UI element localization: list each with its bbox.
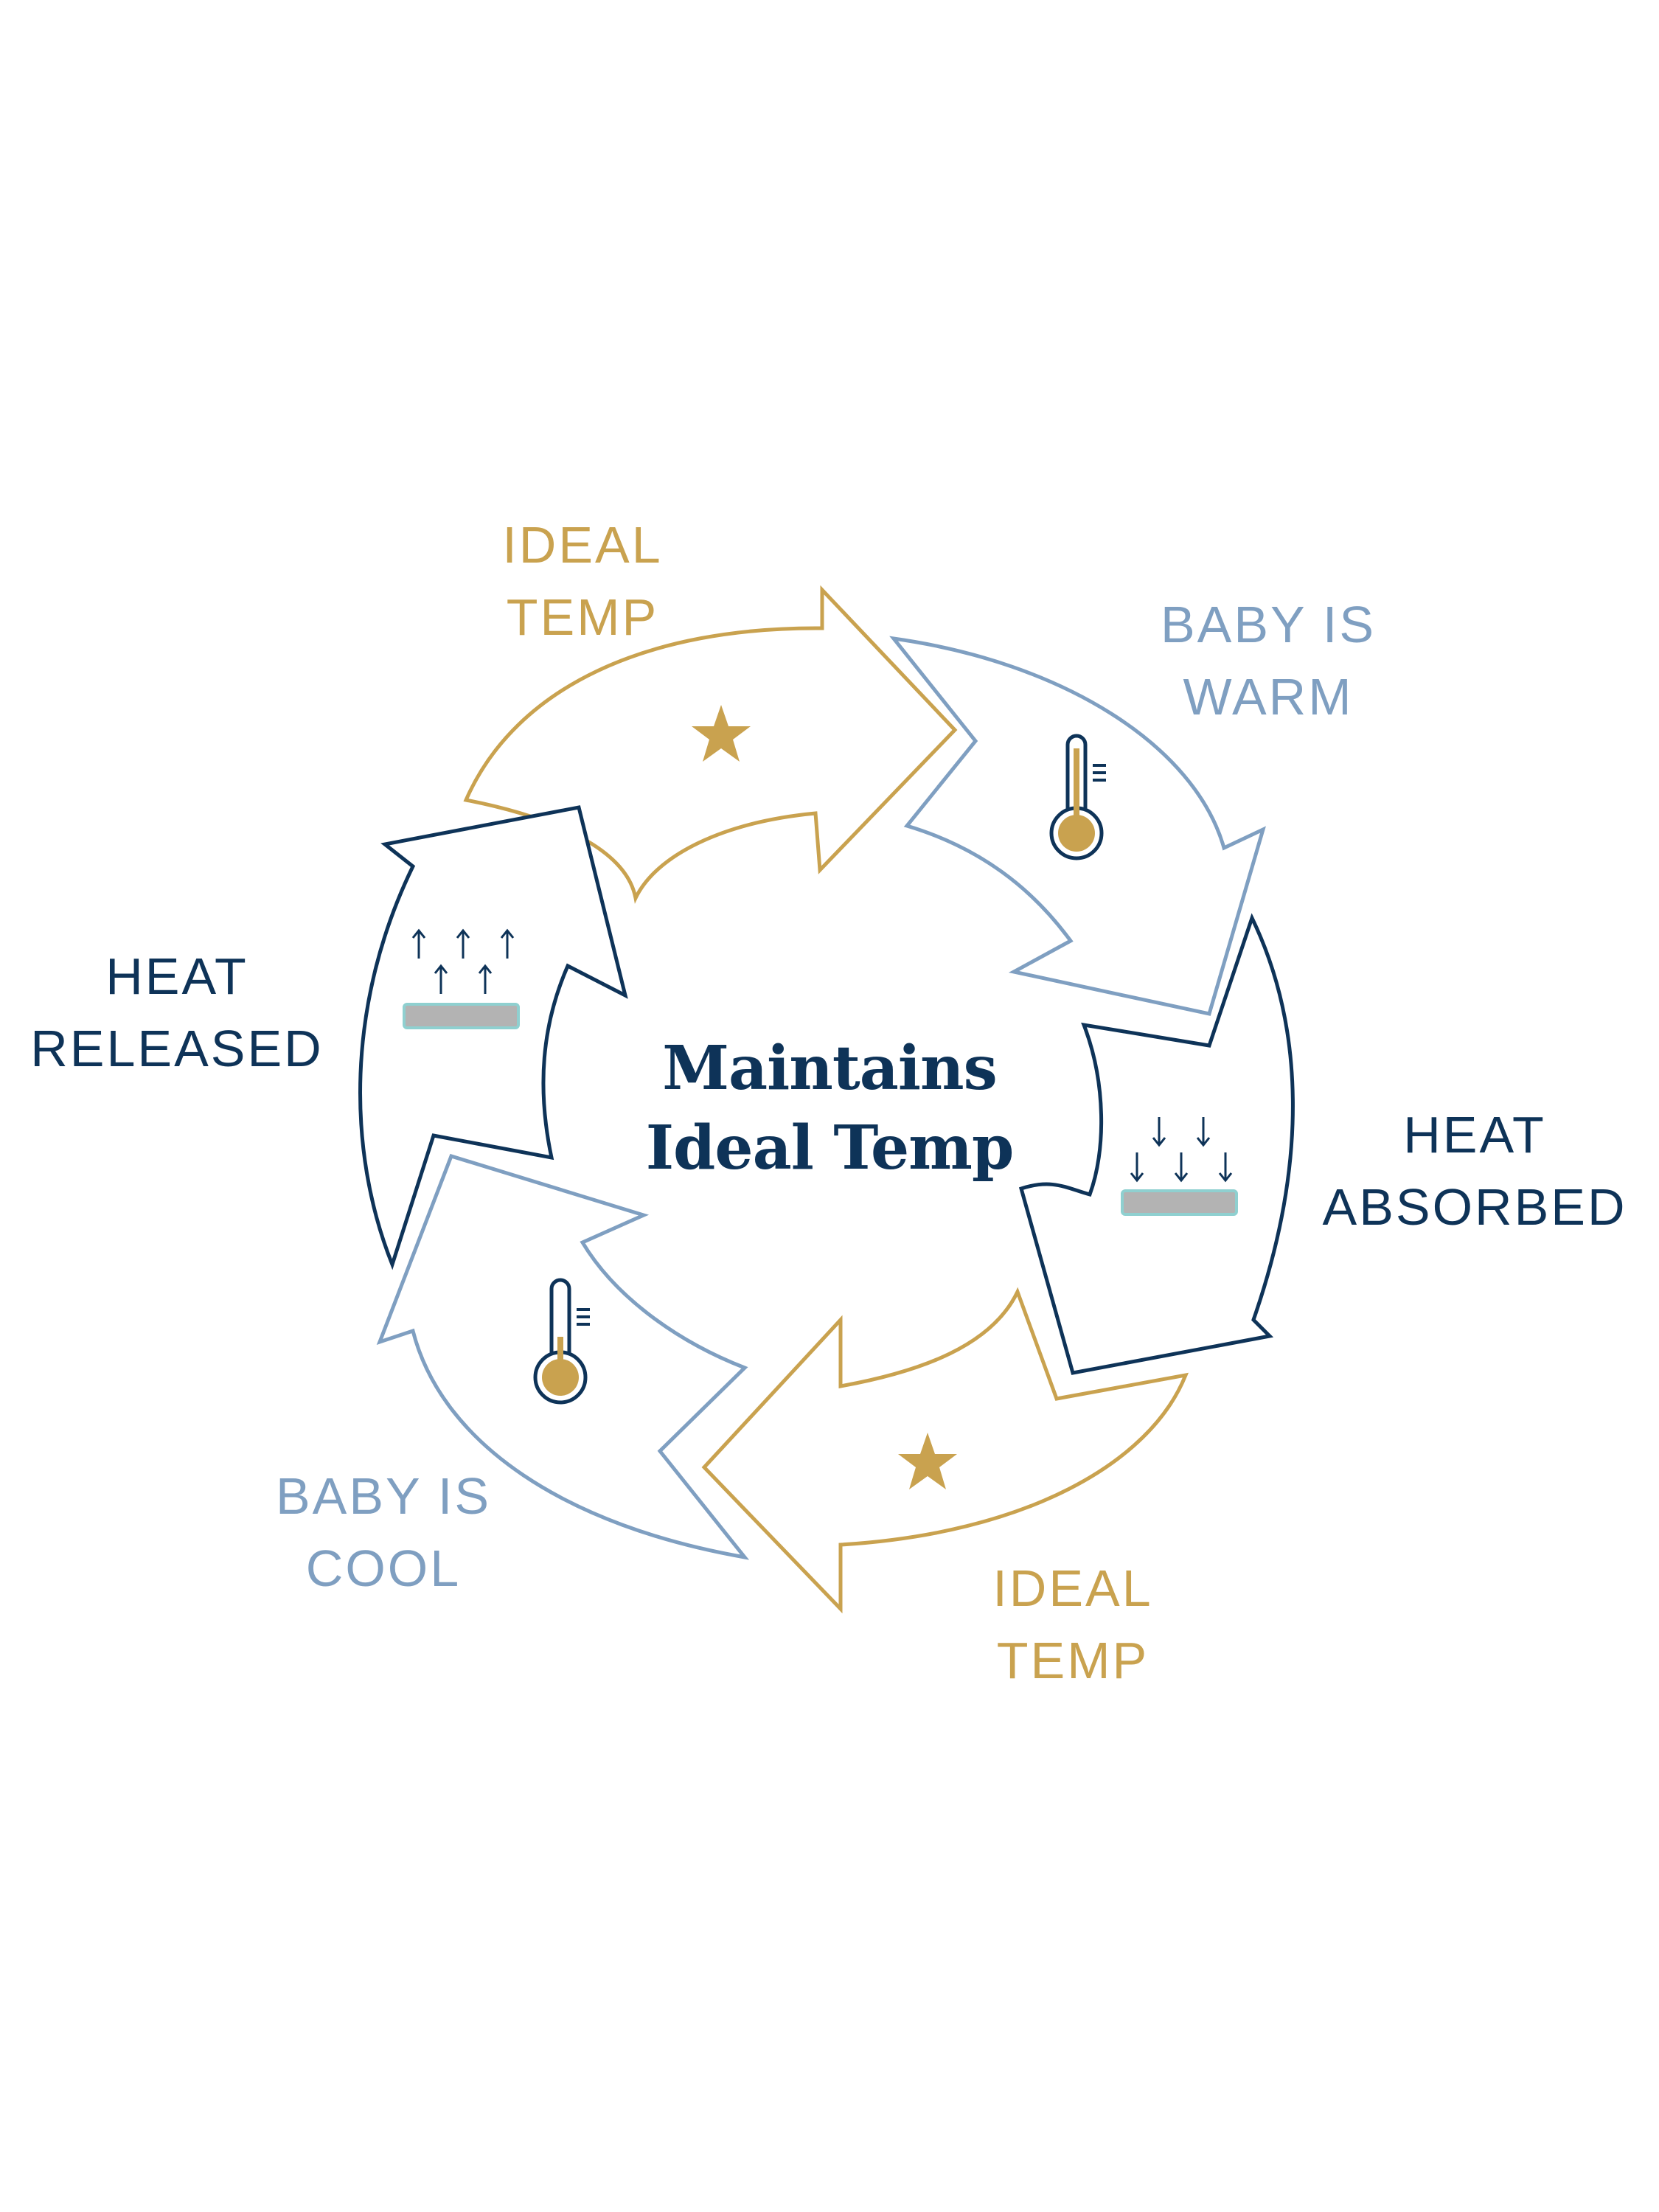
label-line: WARM (1183, 668, 1354, 726)
label-line: ABSORBED (1322, 1178, 1627, 1236)
label-line: BABY IS (1160, 596, 1377, 653)
center-title: Maintains Ideal Temp (608, 1029, 1051, 1188)
label-heat-released: HEAT RELEASED (22, 940, 332, 1085)
label-line: BABY IS (275, 1467, 492, 1525)
label-line: TEMP (996, 1632, 1150, 1689)
label-line: COOL (305, 1540, 462, 1597)
arrow-heat-absorbed (1018, 913, 1295, 1375)
center-title-line1: Maintains (662, 1033, 998, 1104)
arrow-heat-released (358, 805, 628, 1270)
label-line: TEMP (506, 588, 659, 646)
heat-absorb-icon (1121, 1117, 1238, 1216)
label-ideal-temp-top: IDEAL TEMP (472, 509, 693, 653)
label-line: IDEAL (502, 516, 663, 574)
label-line: IDEAL (992, 1559, 1153, 1617)
label-line: HEAT (105, 947, 248, 1005)
label-line: HEAT (1403, 1106, 1546, 1164)
heat-release-icon (403, 928, 520, 1029)
label-line: RELEASED (30, 1020, 324, 1077)
label-baby-cool: BABY IS COOL (258, 1460, 509, 1604)
center-title-line2: Ideal Temp (645, 1113, 1015, 1183)
label-ideal-temp-bottom: IDEAL TEMP (962, 1552, 1183, 1697)
label-heat-absorbed: HEAT ABSORBED (1305, 1099, 1644, 1243)
label-baby-warm: BABY IS WARM (1139, 588, 1397, 733)
thermometer-icon (1049, 734, 1106, 860)
thermometer-icon (533, 1278, 590, 1405)
arrow-ideal-temp-bottom (701, 1287, 1189, 1614)
